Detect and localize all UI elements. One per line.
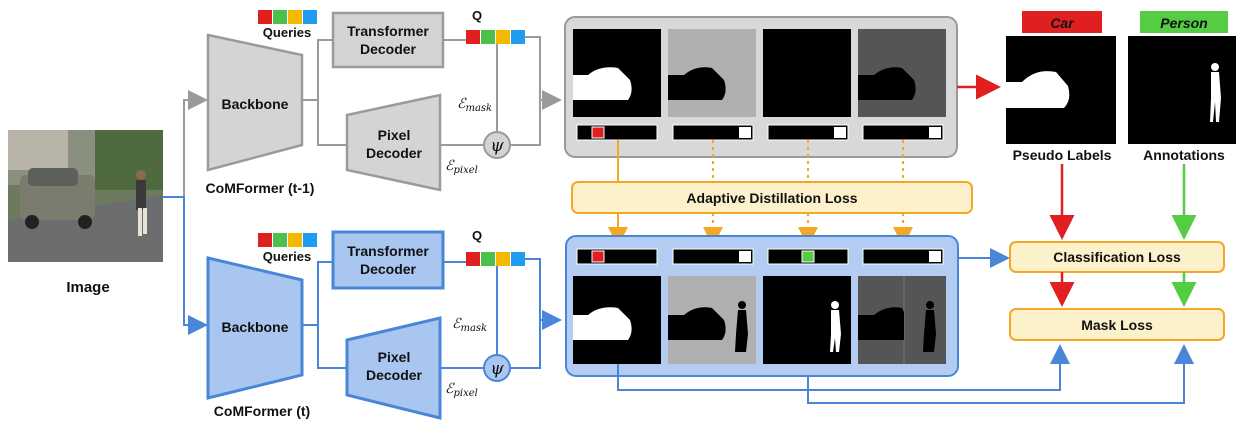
new-psi: ψ bbox=[490, 359, 504, 379]
old-queries bbox=[258, 10, 317, 24]
new-transformer-line2: Decoder bbox=[360, 261, 417, 277]
new-e-mask: ℰmask bbox=[452, 316, 487, 334]
image-connectors bbox=[163, 90, 208, 335]
new-transformer-line1: Transformer bbox=[347, 243, 429, 259]
new-model: Backbone CoMFormer (t) Queries Transform… bbox=[206, 228, 562, 420]
new-q-label: Q bbox=[472, 228, 482, 243]
new-psi-node bbox=[483, 354, 511, 382]
car-tag bbox=[1022, 11, 1102, 33]
new-backbone bbox=[206, 256, 304, 400]
new-queries-label: Queries bbox=[263, 249, 311, 264]
car-tag-label: Car bbox=[1050, 15, 1075, 31]
old-queries-label: Queries bbox=[263, 25, 311, 40]
mask-loss-label: Mask Loss bbox=[1081, 317, 1153, 333]
pseudo-labels: Car Pseudo Labels bbox=[1006, 11, 1116, 163]
old-model: Backbone CoMFormer (t-1) Queries Transfo… bbox=[206, 8, 562, 196]
new-pixel-decoder bbox=[345, 316, 442, 420]
annotations: Person Annotations bbox=[1128, 11, 1236, 163]
new-pixel-line2: Decoder bbox=[366, 367, 423, 383]
old-psi: ψ bbox=[490, 136, 504, 156]
new-backbone-label: Backbone bbox=[222, 319, 289, 335]
annotations-label: Annotations bbox=[1143, 147, 1225, 163]
person-tag-label: Person bbox=[1160, 15, 1207, 31]
old-transformer-line1: Transformer bbox=[347, 23, 429, 39]
new-e-pixel: ℰpixel bbox=[445, 381, 478, 399]
old-e-pixel: ℰpixel bbox=[445, 158, 478, 176]
old-pixel-line2: Decoder bbox=[366, 145, 423, 161]
adaptive-distillation-loss bbox=[571, 181, 973, 214]
old-pixel-line1: Pixel bbox=[378, 127, 411, 143]
new-queries bbox=[258, 233, 317, 247]
new-transformer-decoder bbox=[331, 230, 445, 290]
old-transformer-decoder bbox=[331, 11, 445, 69]
mask-to-loss-connector-2 bbox=[807, 344, 1194, 404]
input-image bbox=[8, 130, 163, 262]
old-output-panel bbox=[564, 16, 958, 158]
old-pixel-decoder bbox=[345, 93, 442, 192]
classification-loss-label: Classification Loss bbox=[1053, 249, 1181, 265]
old-backbone bbox=[206, 33, 304, 172]
old-q-squares bbox=[466, 30, 525, 44]
old-backbone-label: Backbone bbox=[222, 96, 289, 112]
old-transformer-line2: Decoder bbox=[360, 41, 417, 57]
new-model-name: CoMFormer (t) bbox=[214, 403, 310, 419]
pseudo-labels-label: Pseudo Labels bbox=[1013, 147, 1112, 163]
mask-to-loss-connector-1 bbox=[617, 344, 1070, 391]
old-q-label: Q bbox=[472, 8, 482, 23]
old-psi-node bbox=[483, 131, 511, 159]
mask-loss bbox=[1009, 308, 1225, 341]
new-pixel-line1: Pixel bbox=[378, 349, 411, 365]
new-output-panel bbox=[565, 235, 959, 377]
adaptive-distillation-loss-label: Adaptive Distillation Loss bbox=[686, 190, 857, 206]
new-q-squares bbox=[466, 252, 525, 266]
old-e-mask: ℰmask bbox=[457, 96, 492, 114]
classification-loss bbox=[1009, 241, 1225, 273]
old-model-name: CoMFormer (t-1) bbox=[206, 180, 315, 196]
person-tag bbox=[1140, 11, 1228, 33]
input-image-label: Image bbox=[66, 279, 109, 296]
